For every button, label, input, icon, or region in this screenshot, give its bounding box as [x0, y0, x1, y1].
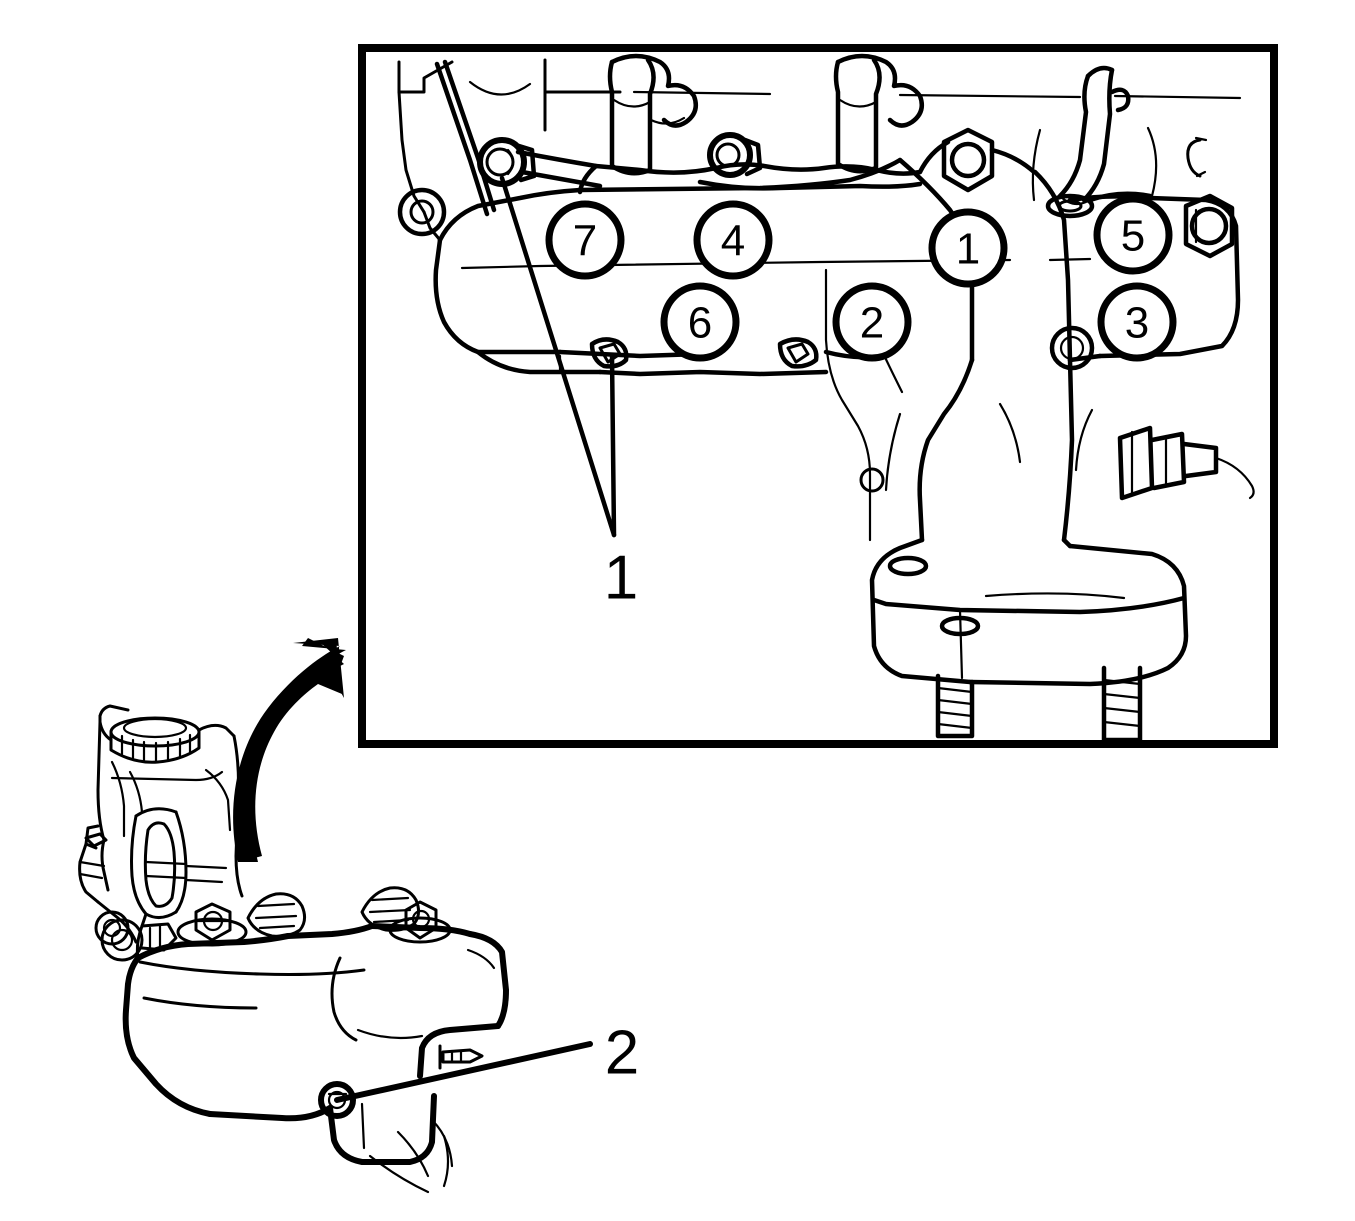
- sequence-marker-6: 6: [660, 282, 740, 362]
- sequence-marker-circle: [832, 282, 912, 362]
- sequence-marker-label: 6: [688, 299, 712, 348]
- callout-label-1: 1: [604, 544, 638, 613]
- intake-manifold-drawing: [397, 53, 1255, 743]
- sequence-marker-circle: [545, 200, 625, 280]
- sequence-marker-circle: [928, 208, 1008, 288]
- inset-bolt-heads: [94, 886, 452, 947]
- sequence-marker-1: 1: [928, 208, 1008, 288]
- view-direction-arrow: [233, 638, 346, 862]
- callout-label-2: 2: [605, 1019, 639, 1088]
- sequence-marker-label: 1: [956, 225, 980, 274]
- sequence-marker-3: 3: [1097, 282, 1177, 362]
- sequence-marker-4: 4: [693, 200, 773, 280]
- sequence-marker-circle: [693, 200, 773, 280]
- sequence-marker-label: 3: [1125, 299, 1149, 348]
- sequence-marker-circle: [660, 282, 740, 362]
- sequence-marker-7: 7: [545, 200, 625, 280]
- sequence-marker-circle: [1097, 282, 1177, 362]
- sequence-marker-label: 4: [721, 217, 745, 266]
- vehicle-context-inset: [78, 704, 509, 1194]
- callout-2-leader: [334, 1041, 593, 1103]
- sequence-marker-label: 2: [860, 299, 884, 348]
- sequence-marker-2: 2: [832, 282, 912, 362]
- sequence-marker-group: 7 4 1 5 6 2 3: [545, 195, 1177, 362]
- sequence-marker-label: 7: [573, 217, 597, 266]
- main-illustration-frame: [358, 44, 1278, 748]
- sequence-marker-5: 5: [1093, 195, 1173, 275]
- sequence-marker-label: 5: [1121, 212, 1145, 261]
- callout-1-leaders: [499, 175, 617, 538]
- sequence-marker-circle: [1093, 195, 1173, 275]
